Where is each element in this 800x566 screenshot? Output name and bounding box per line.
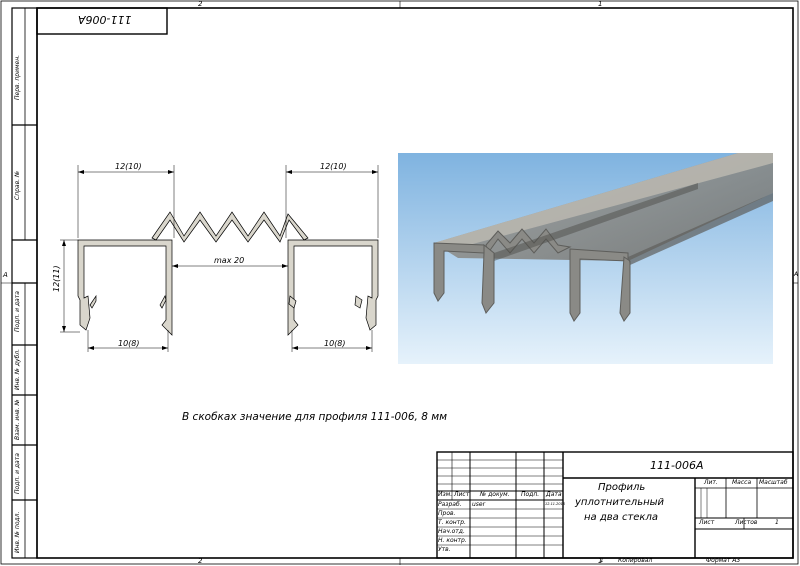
dim-top-right: 12(10) (320, 162, 347, 171)
copied-label: Копировал (618, 557, 653, 564)
side-label-podp-data: Подп. и дата (14, 291, 21, 332)
col-izm: Изм. (438, 491, 453, 498)
row-utv: Утв. (438, 546, 451, 553)
zone-letter: A (794, 271, 799, 278)
dim-bottom-right: 10(8) (324, 339, 346, 348)
side-label-podp-data-2: Подп. и дата (14, 453, 21, 494)
side-label-inv-dubl: Инв. № дубл. (14, 348, 21, 390)
corner-designation: 111-006А (78, 13, 132, 26)
cell-sheets: Листов (735, 519, 758, 526)
title-name-line2: уплотнительный (575, 497, 665, 508)
zone-number: 2 (198, 0, 203, 8)
side-label-inv-podl: Инв. № подл. (14, 511, 21, 553)
cell-mass: Масса (732, 479, 752, 486)
drawing-note: В скобках значение для профиля 111-006, … (182, 411, 448, 423)
dim-top-left: 12(10) (115, 162, 142, 171)
zone-number: 1 (598, 0, 603, 8)
dimension-arrows (62, 170, 378, 350)
col-doc: № докум. (480, 491, 510, 498)
zone-letter: A (3, 271, 8, 279)
dimension-lines (60, 165, 379, 352)
row-date: 12.11.2016 (545, 502, 566, 506)
cell-sheet: Лист (699, 519, 715, 526)
zone-number: 2 (198, 557, 203, 565)
row-author: user (472, 501, 486, 508)
dim-left-height: 12(11) (52, 265, 61, 292)
dim-bottom-left: 10(8) (118, 339, 140, 348)
cell-sheets-count: 1 (775, 519, 779, 526)
cell-scale: Масштаб (759, 479, 788, 486)
cell-lit: Лит. (704, 479, 718, 486)
title-designation: 111-006А (650, 459, 704, 472)
row-razrab: Разраб. (438, 501, 462, 508)
row-nkontr: Н. контр. (438, 537, 467, 544)
corner-designation-box (36, 7, 168, 35)
title-name-line1: Профиль (598, 482, 646, 493)
dim-middle: max 20 (214, 256, 245, 265)
zone-number: 1 (598, 557, 603, 565)
col-list: Лист (454, 491, 470, 498)
side-label-perv-primen: Перв. примен. (14, 54, 21, 100)
profile-photo (398, 153, 773, 364)
row-tkontr: Т. контр. (438, 519, 466, 526)
title-name-line3: на два стекла (584, 512, 658, 523)
side-label-vzam-inv: Взам. инв. № (14, 399, 21, 440)
copy-number: 1 (600, 557, 604, 564)
title-block-grid (436, 451, 794, 559)
row-prov: Пров. (438, 510, 456, 517)
col-sign: Подп. (521, 491, 540, 498)
row-nachotd: Нач.отд. (438, 528, 465, 535)
col-date: Дата (546, 491, 562, 498)
side-label-sprav: Справ. № (14, 170, 21, 200)
format-label: Формат А3 (706, 557, 741, 564)
profile-drawing (77, 211, 379, 336)
